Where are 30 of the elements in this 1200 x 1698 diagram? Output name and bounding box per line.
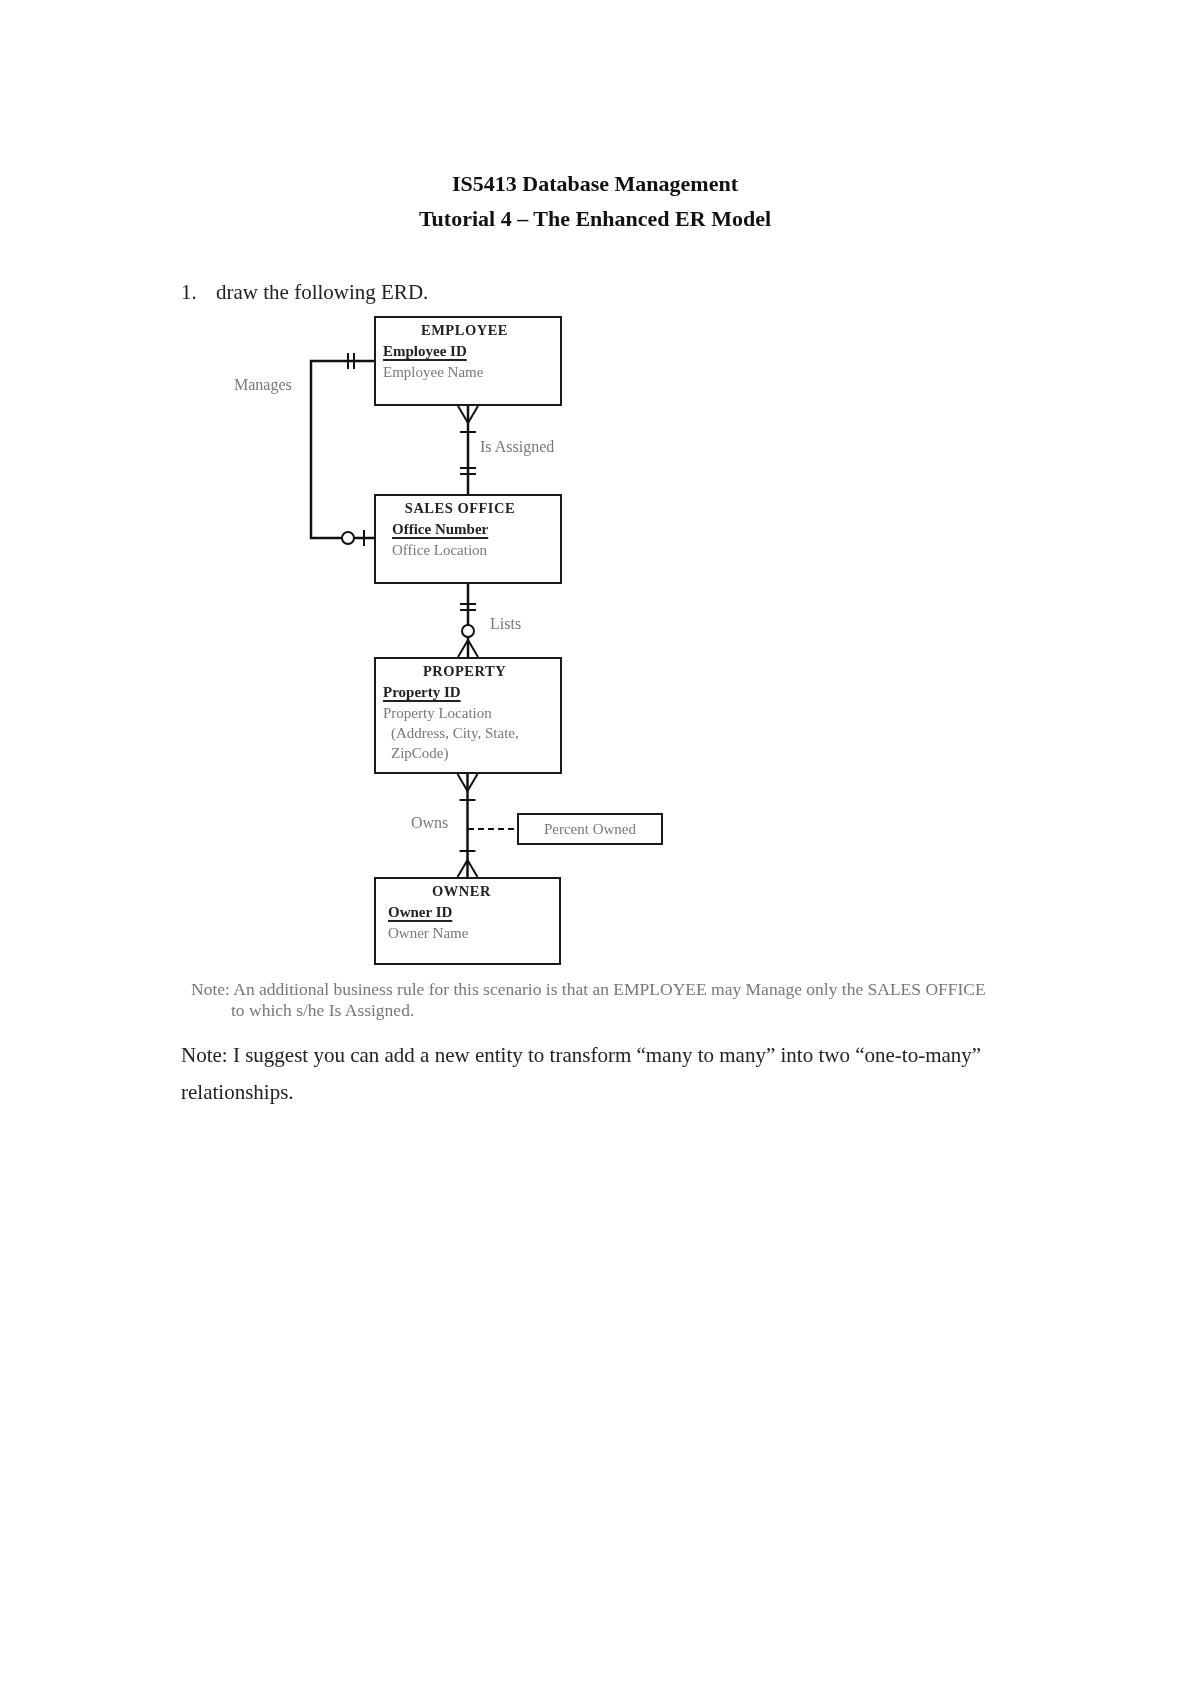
attribute-box	[517, 813, 663, 845]
relationship-line	[456, 773, 479, 878]
note-text: Note: I suggest you can add a new entity to transform “many to many” into two “one-to-many” relationships.	[181, 1042, 983, 1106]
attribute-name: Owner Name	[388, 924, 470, 943]
relationship-label: Is Assigned	[480, 437, 555, 457]
attribute-name: Property Location	[383, 704, 493, 723]
entity-box	[374, 316, 562, 406]
entity-box	[374, 657, 562, 774]
entity-name: PROPERTY	[421, 662, 508, 681]
relationship-line	[457, 584, 479, 658]
attribute-name: Percent Owned	[543, 819, 637, 839]
subtitle: Tutorial 4 – The Enhanced ER Model	[417, 205, 773, 233]
primary-key-attribute: Employee ID	[383, 342, 467, 361]
relationship-line	[457, 405, 479, 494]
instruction-text: draw the following ERD.	[216, 279, 430, 306]
attribute-name: Office Location	[392, 541, 489, 560]
relationship-line	[309, 352, 374, 547]
entity-box	[374, 877, 561, 965]
note-text: Note: An additional business rule for this scenario is that an EMPLOYEE may Manage only the SALES OFFICE to which s/he Is Assigned.	[191, 979, 987, 1021]
primary-key-attribute: Owner ID	[388, 903, 453, 922]
primary-key-attribute: Office Number	[392, 520, 489, 539]
attribute-name: Employee Name	[383, 363, 485, 382]
list-number: 1.	[181, 279, 198, 306]
entity-name: OWNER	[431, 882, 492, 901]
title: IS5413 Database Management	[451, 170, 739, 198]
entity-name: SALES OFFICE	[403, 499, 517, 518]
primary-key-attribute: Property ID	[383, 683, 461, 702]
entity-box	[374, 494, 562, 584]
attribute-name: (Address, City, State, ZipCode)	[390, 724, 520, 763]
entity-name: EMPLOYEE	[420, 321, 509, 340]
